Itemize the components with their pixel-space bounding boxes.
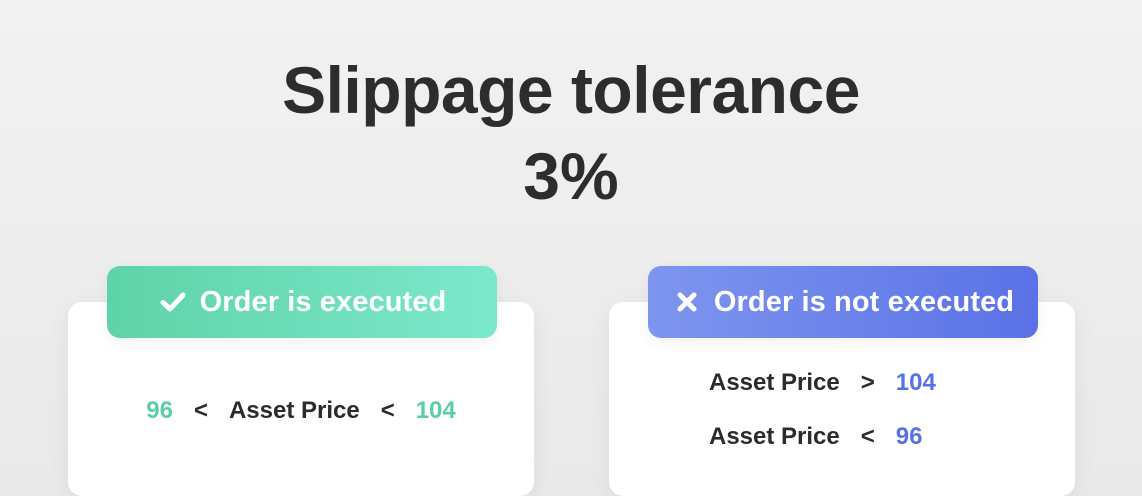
less-than-operator: < [860, 423, 875, 450]
lower-bound-value: 96 [146, 397, 173, 424]
not-executed-condition-lower: Asset Price < 96 [709, 423, 922, 451]
page-title: Slippage tolerance [282, 53, 860, 127]
check-icon [158, 287, 188, 317]
less-than-operator: < [380, 397, 395, 424]
close-icon [672, 287, 702, 317]
upper-bound-value: 104 [415, 397, 456, 424]
executed-condition: 96 < Asset Price < 104 [68, 397, 534, 425]
lower-bound-value: 96 [895, 423, 923, 450]
asset-price-label: Asset Price [709, 423, 840, 450]
greater-than-operator: > [860, 369, 875, 396]
upper-bound-value: 104 [895, 369, 936, 396]
asset-price-label: Asset Price [709, 369, 840, 396]
slippage-value: 3% [523, 139, 619, 213]
executed-badge: Order is executed [107, 266, 497, 338]
executed-badge-label: Order is executed [199, 285, 447, 318]
not-executed-badge-label: Order is not executed [713, 285, 1015, 318]
not-executed-condition-upper: Asset Price > 104 [709, 369, 936, 397]
asset-price-label: Asset Price [228, 397, 360, 424]
less-than-operator: < [193, 397, 208, 424]
not-executed-badge: Order is not executed [648, 266, 1038, 338]
